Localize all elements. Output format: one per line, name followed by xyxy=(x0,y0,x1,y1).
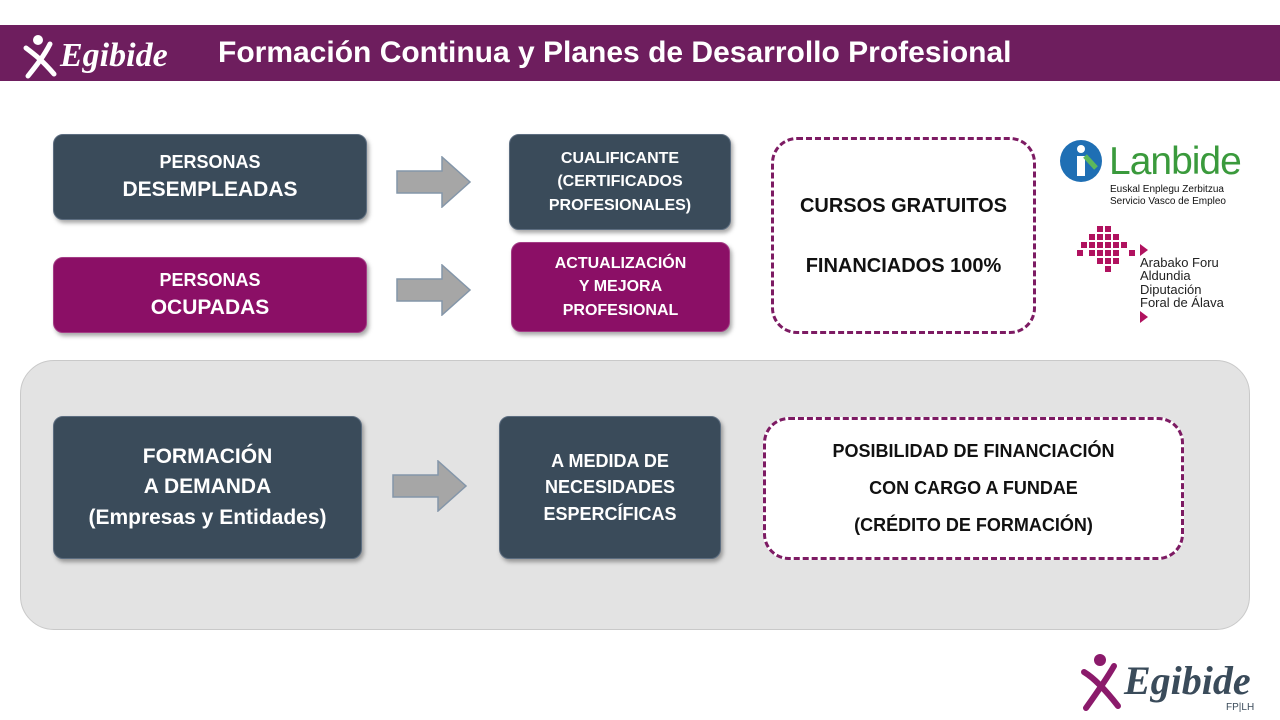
update-box: ACTUALIZACIÓN Y MEJORA PROFESIONAL xyxy=(511,242,730,332)
qualifying-box: CUALIFICANTE (CERTIFICADOS PROFESIONALES… xyxy=(509,134,731,230)
unemployed-box: PERSONAS DESEMPLEADAS xyxy=(53,134,367,220)
fundae-line3: (CRÉDITO DE FORMACIÓN) xyxy=(854,515,1093,535)
on-demand-box: FORMACIÓN A DEMANDA (Empresas y Entidade… xyxy=(53,416,362,559)
employed-line2: OCUPADAS xyxy=(150,295,270,319)
arrow-right-icon xyxy=(392,460,468,512)
free-courses-box: CURSOS GRATUITOS FINANCIADOS 100% xyxy=(771,137,1036,334)
employed-line1: PERSONAS xyxy=(159,269,261,290)
lanbide-name: Lanbide xyxy=(1109,140,1242,183)
tailored-line1: A MEDIDA DE xyxy=(551,451,669,472)
lanbide-subtitle-2: Servicio Vasco de Empleo xyxy=(1110,196,1226,207)
svg-text:Egibide: Egibide xyxy=(1123,658,1251,703)
triangle-marker-icon xyxy=(1140,244,1148,256)
qualifying-line3: PROFESIONALES) xyxy=(548,196,692,214)
alava-line4: Foral de Álava xyxy=(1140,295,1224,310)
alava-line3: Diputación xyxy=(1140,282,1202,297)
unemployed-line2: DESEMPLEADAS xyxy=(122,177,298,201)
fundae-box: POSIBILIDAD DE FINANCIACIÓN CON CARGO A … xyxy=(763,417,1184,560)
update-line1: ACTUALIZACIÓN xyxy=(554,255,687,273)
employed-box: PERSONAS OCUPADAS xyxy=(53,257,367,333)
lanbide-logo-icon xyxy=(1060,140,1102,182)
unemployed-line1: PERSONAS xyxy=(159,151,261,172)
update-line3: PROFESIONAL xyxy=(562,301,679,319)
fundae-line2: CON CARGO A FUNDAE xyxy=(869,478,1078,498)
triangle-marker-icon xyxy=(1140,311,1148,323)
update-line2: Y MEJORA xyxy=(578,278,663,296)
arrow-right-icon xyxy=(396,264,472,316)
tailored-line2: NECESIDADES xyxy=(544,477,676,498)
arrow-right-icon xyxy=(396,156,472,208)
free-courses-line2: FINANCIADOS 100% xyxy=(805,254,1002,277)
on-demand-line1: FORMACIÓN xyxy=(142,444,273,468)
egibide-logo: Egibide xyxy=(23,35,168,79)
tailored-box: A MEDIDA DE NECESIDADES ESPERCÍFICAS xyxy=(499,416,721,559)
fundae-line1: POSIBILIDAD DE FINANCIACIÓN xyxy=(832,441,1115,461)
header-bar xyxy=(0,25,1280,81)
lanbide-subtitle-1: Euskal Enplegu Zerbitzua xyxy=(1110,184,1224,195)
free-courses-line1: CURSOS GRATUITOS xyxy=(799,194,1008,217)
on-demand-line3: (Empresas y Entidades) xyxy=(88,505,327,529)
alava-line1: Arabako Foru xyxy=(1140,255,1219,270)
on-demand-line2: A DEMANDA xyxy=(143,475,272,499)
tailored-line3: ESPERCÍFICAS xyxy=(543,503,677,524)
svg-text:Egibide: Egibide xyxy=(59,37,168,74)
qualifying-line1: CUALIFICANTE xyxy=(560,150,680,168)
page-title: Formación Continua y Planes de Desarroll… xyxy=(218,36,1012,69)
alava-line2: Aldundia xyxy=(1140,268,1191,283)
svg-text:FP|LH: FP|LH xyxy=(1226,702,1254,713)
alava-logo-icon xyxy=(1077,226,1135,272)
egibide-footer-logo: Egibide FP|LH xyxy=(1081,654,1254,713)
qualifying-line2: (CERTIFICADOS xyxy=(557,173,683,191)
